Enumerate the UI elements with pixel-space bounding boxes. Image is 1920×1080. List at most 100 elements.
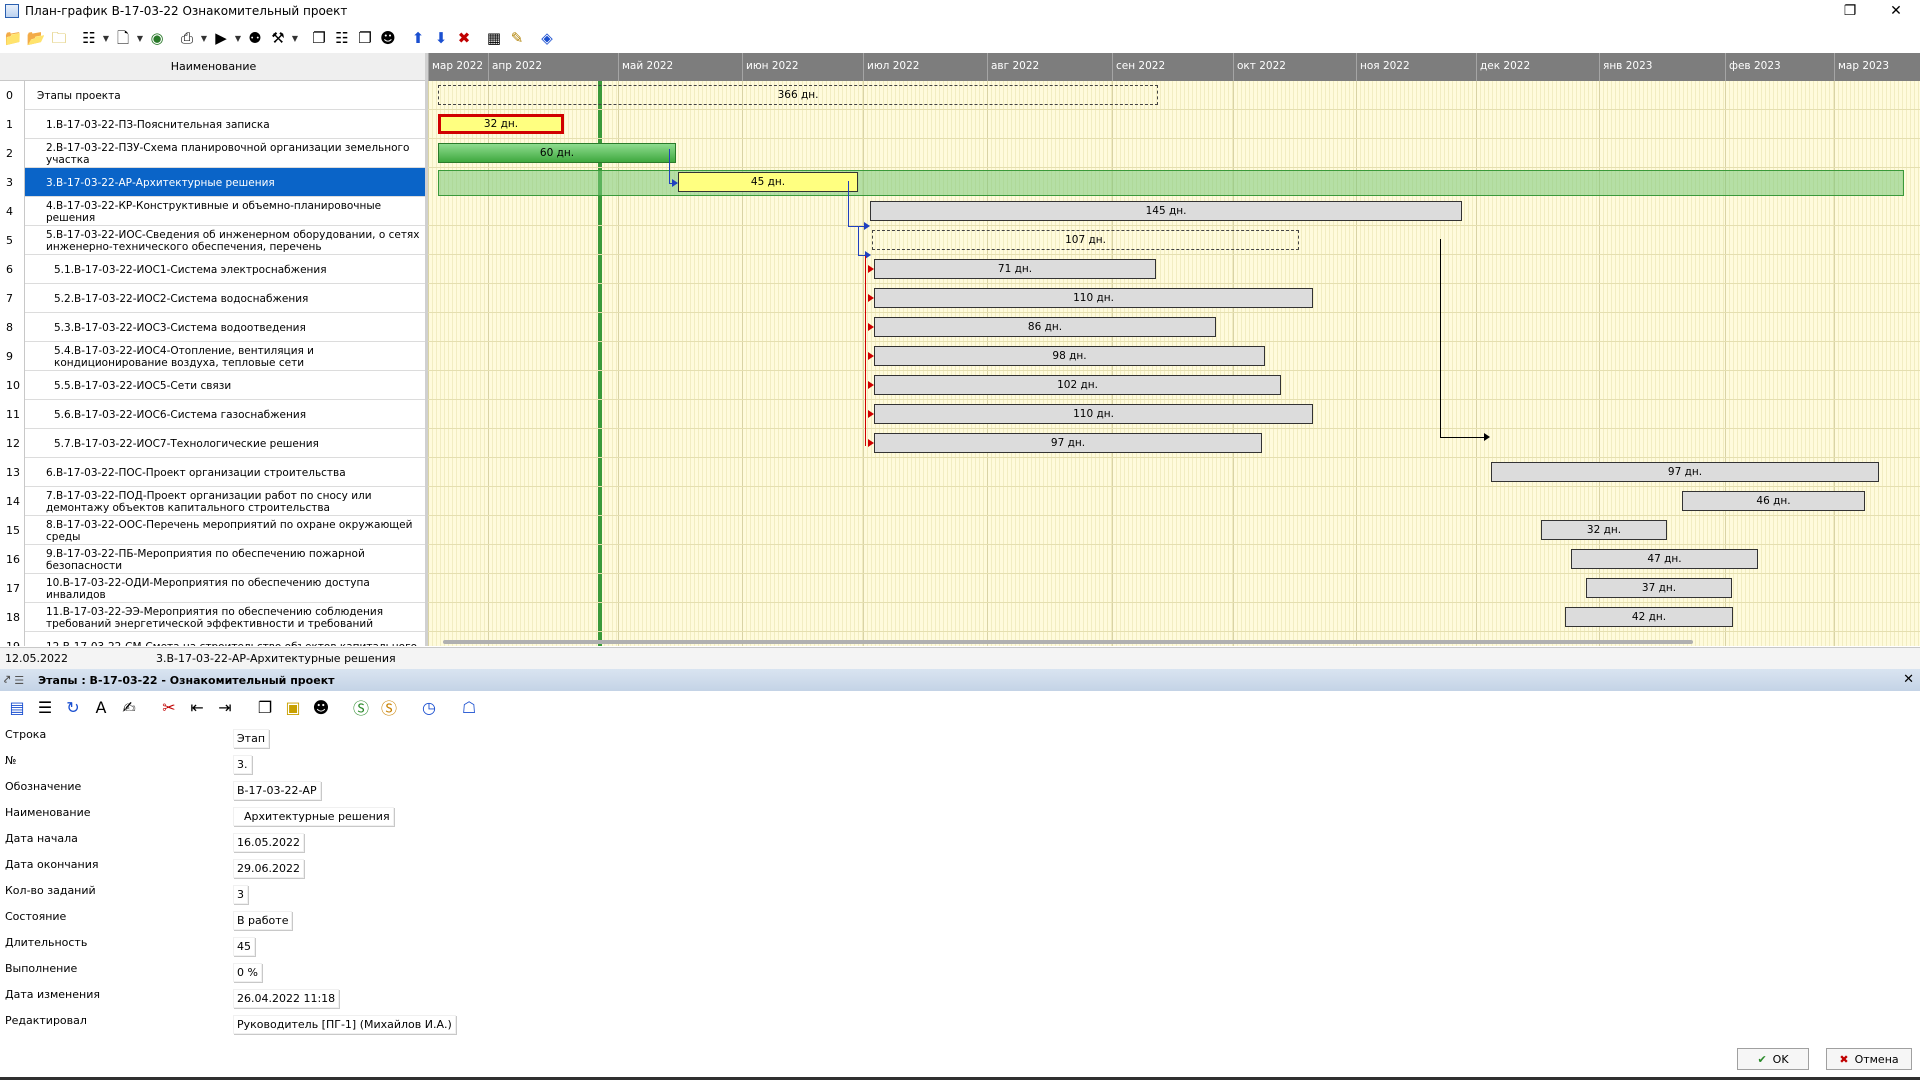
money-alt-icon[interactable]: Ⓢ — [380, 699, 397, 718]
gantt-bar[interactable]: 32 дн. — [438, 114, 564, 134]
cancel-button[interactable]: ✖ Отмена — [1826, 1048, 1912, 1070]
field-value[interactable]: 29.06.2022 — [233, 859, 304, 878]
gantt-bar[interactable]: 102 дн. — [874, 375, 1281, 395]
gantt-bar[interactable]: 42 дн. — [1565, 607, 1733, 627]
edit-icon[interactable]: ✍ — [122, 697, 136, 717]
document-icon[interactable]: 🗋 — [116, 28, 130, 47]
card-icon[interactable]: ▤ — [9, 697, 25, 717]
indent-icon[interactable]: ⇥ — [218, 697, 232, 717]
gantt-bar[interactable]: 107 дн. — [872, 230, 1299, 250]
splitter[interactable] — [425, 53, 428, 646]
field-value[interactable]: 16.05.2022 — [233, 833, 304, 852]
edit-icon[interactable]: ✎ — [510, 28, 524, 47]
report-dropdown-icon[interactable]: ▼ — [102, 33, 110, 43]
gantt-bar[interactable]: 97 дн. — [1491, 462, 1879, 482]
play-icon[interactable]: ▶ — [215, 28, 227, 47]
copy-icon[interactable]: ❐ — [312, 28, 326, 47]
export-icon[interactable]: ❐ — [257, 697, 273, 717]
delete-icon[interactable]: ✖ — [457, 28, 471, 47]
ok-button[interactable]: ✔ OK — [1737, 1048, 1809, 1070]
print-dropdown-icon[interactable]: ▼ — [200, 33, 208, 43]
field-value[interactable]: Этап — [233, 729, 270, 748]
gantt-bar[interactable]: 46 дн. — [1682, 491, 1865, 511]
gantt-bar[interactable]: 60 дн. — [438, 143, 676, 163]
gantt-bar[interactable]: 47 дн. — [1571, 549, 1758, 569]
dock-icon[interactable]: ⤤ — [4, 673, 11, 686]
calendar-icon[interactable]: ▦ — [486, 28, 502, 47]
arrow-up-icon[interactable]: ⬆ — [411, 28, 425, 47]
tools-dropdown-icon[interactable]: ▼ — [291, 33, 299, 43]
gantt-bar[interactable]: 366 дн. — [438, 85, 1158, 105]
cut-icon[interactable]: ✂ — [162, 697, 176, 717]
play-dropdown-icon[interactable]: ▼ — [234, 33, 242, 43]
list-icon[interactable]: ☰ — [37, 697, 53, 717]
globe-icon[interactable]: ◉ — [150, 28, 164, 47]
restore-button[interactable]: ❐ — [1843, 3, 1857, 19]
tools-icon[interactable]: ⚒ — [271, 28, 285, 47]
money-icon[interactable]: Ⓢ — [352, 699, 369, 718]
clock-icon[interactable]: ◷ — [422, 697, 436, 717]
field-value[interactable]: 3 — [233, 885, 248, 904]
gantt-bar[interactable]: 37 дн. — [1586, 578, 1732, 598]
field-value[interactable]: 0 % — [233, 963, 262, 982]
gantt-bar[interactable]: 98 дн. — [874, 346, 1265, 366]
gantt-bar[interactable]: 110 дн. — [874, 288, 1313, 308]
outdent-icon[interactable]: ⇤ — [190, 697, 204, 717]
field-value[interactable]: 26.04.2022 11:18 — [233, 989, 340, 1008]
close-button[interactable]: ✕ — [1890, 3, 1902, 19]
field-value[interactable]: 3. — [233, 755, 252, 774]
gantt-bar[interactable]: 32 дн. — [1541, 520, 1667, 540]
horizontal-scrollbar[interactable] — [443, 640, 1693, 644]
gantt-bar[interactable]: 71 дн. — [874, 259, 1156, 279]
search-icon[interactable]: ⚉ — [248, 28, 262, 47]
gantt-bar[interactable]: 97 дн. — [874, 433, 1262, 453]
grid-header-name[interactable]: Наименование — [0, 53, 428, 81]
gantt-bar[interactable]: 110 дн. — [874, 404, 1313, 424]
add-row-icon[interactable]: 📁 — [3, 28, 23, 47]
report-icon[interactable]: ☷ — [82, 28, 96, 47]
text-icon[interactable]: 𝖠 — [95, 697, 107, 717]
field-value[interactable]: 45 — [233, 937, 255, 956]
print-icon[interactable]: ⎙ — [180, 28, 193, 47]
gantt-bar[interactable]: 145 дн. — [870, 201, 1462, 221]
field-value[interactable]: В работе — [233, 911, 293, 930]
tree-icon[interactable]: ☷ — [335, 28, 349, 47]
field-value[interactable]: Руководитель [ПГ-1] (Михайлов И.А.) — [233, 1015, 456, 1034]
gantt-bar[interactable]: 86 дн. — [874, 317, 1216, 337]
grid-row[interactable]: 1912.В-17-03-22-СМ-Смета на строительств… — [0, 632, 428, 646]
arrow-down-icon[interactable]: ⬇ — [434, 28, 448, 47]
field-value[interactable]: В-17-03-22-АР — [233, 781, 321, 800]
panel-close-button[interactable]: ✕ — [1903, 672, 1914, 687]
link-icon[interactable]: 🗀 — [51, 28, 67, 47]
gantt-bar[interactable]: 45 дн. — [678, 172, 858, 192]
info-icon[interactable]: ◈ — [541, 28, 553, 47]
panel-menu-icon[interactable]: ☰ — [14, 673, 25, 687]
duplicate-icon[interactable]: ❐ — [358, 28, 372, 47]
folder-icon[interactable]: ▣ — [285, 697, 301, 717]
user-icon[interactable]: ☻ — [312, 697, 330, 717]
user-icon[interactable]: ☻ — [380, 28, 396, 47]
org-icon[interactable]: ☖ — [461, 697, 477, 717]
field-value[interactable]: Архитектурные решения — [233, 807, 394, 826]
refresh-icon[interactable]: ↻ — [66, 697, 80, 717]
document-dropdown-icon[interactable]: ▼ — [136, 33, 144, 43]
